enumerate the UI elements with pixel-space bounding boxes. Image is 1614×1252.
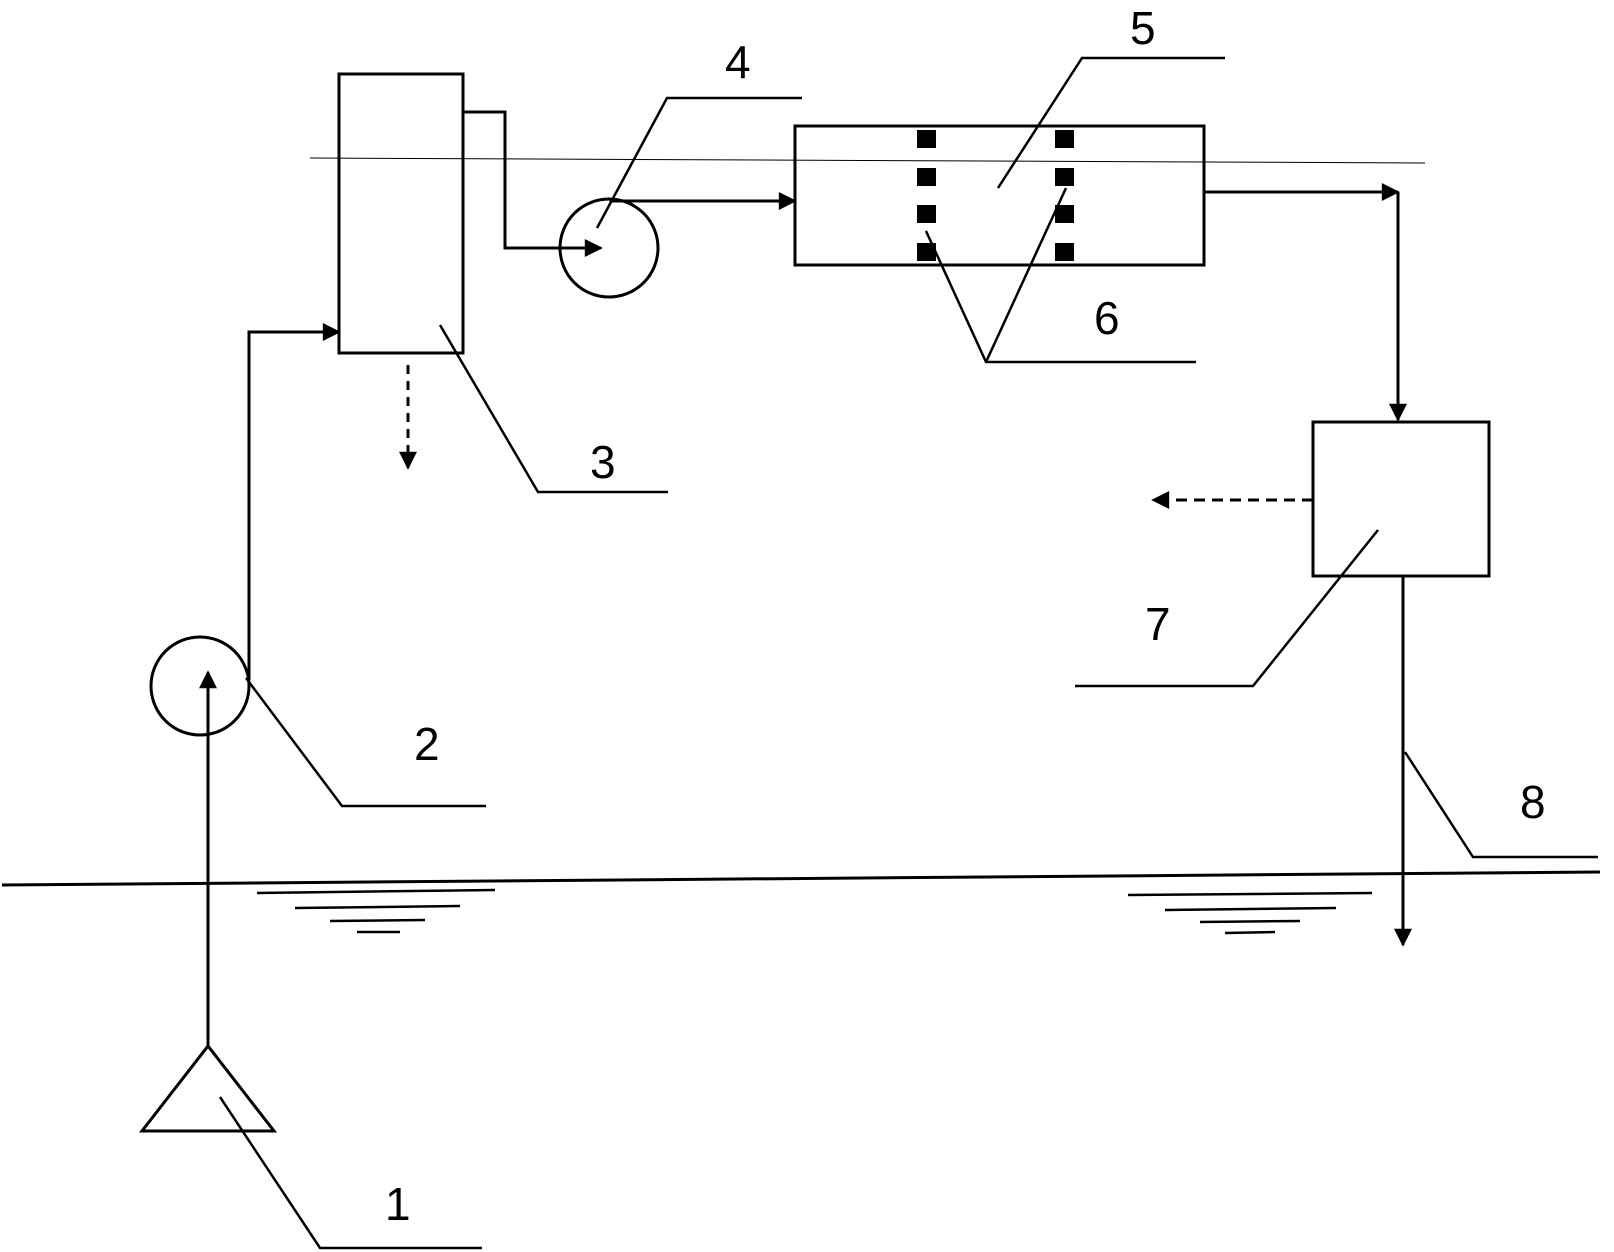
label-2: 2 [414, 718, 440, 770]
reactor-tank-5 [793, 124, 1206, 267]
leader-lines [218, 56, 1598, 1250]
label-4: 4 [725, 36, 751, 88]
label-7: 7 [1145, 598, 1171, 650]
reference-line [309, 157, 1426, 164]
settling-tank-3 [337, 72, 465, 355]
pump-circle-4 [558, 197, 660, 299]
pipe-tank-to-pump [463, 110, 603, 257]
clarifier-tank-7 [1311, 420, 1491, 578]
water-level-symbol-right [1127, 891, 1373, 935]
water-surface-line [1, 870, 1601, 887]
label-1: 1 [385, 1178, 411, 1230]
electrode-right [1055, 130, 1074, 261]
electrode-left [917, 130, 936, 261]
pump-circle-2 [149, 635, 251, 737]
label-6: 6 [1094, 292, 1120, 344]
pipe-pump-to-tank [247, 323, 341, 680]
water-level-symbol-left [256, 888, 496, 934]
label-5: 5 [1130, 2, 1156, 54]
pipe-pump-to-reactor [609, 192, 797, 210]
intake-triangle [138, 1043, 278, 1133]
label-8: 8 [1520, 776, 1546, 828]
label-3: 3 [590, 436, 616, 488]
